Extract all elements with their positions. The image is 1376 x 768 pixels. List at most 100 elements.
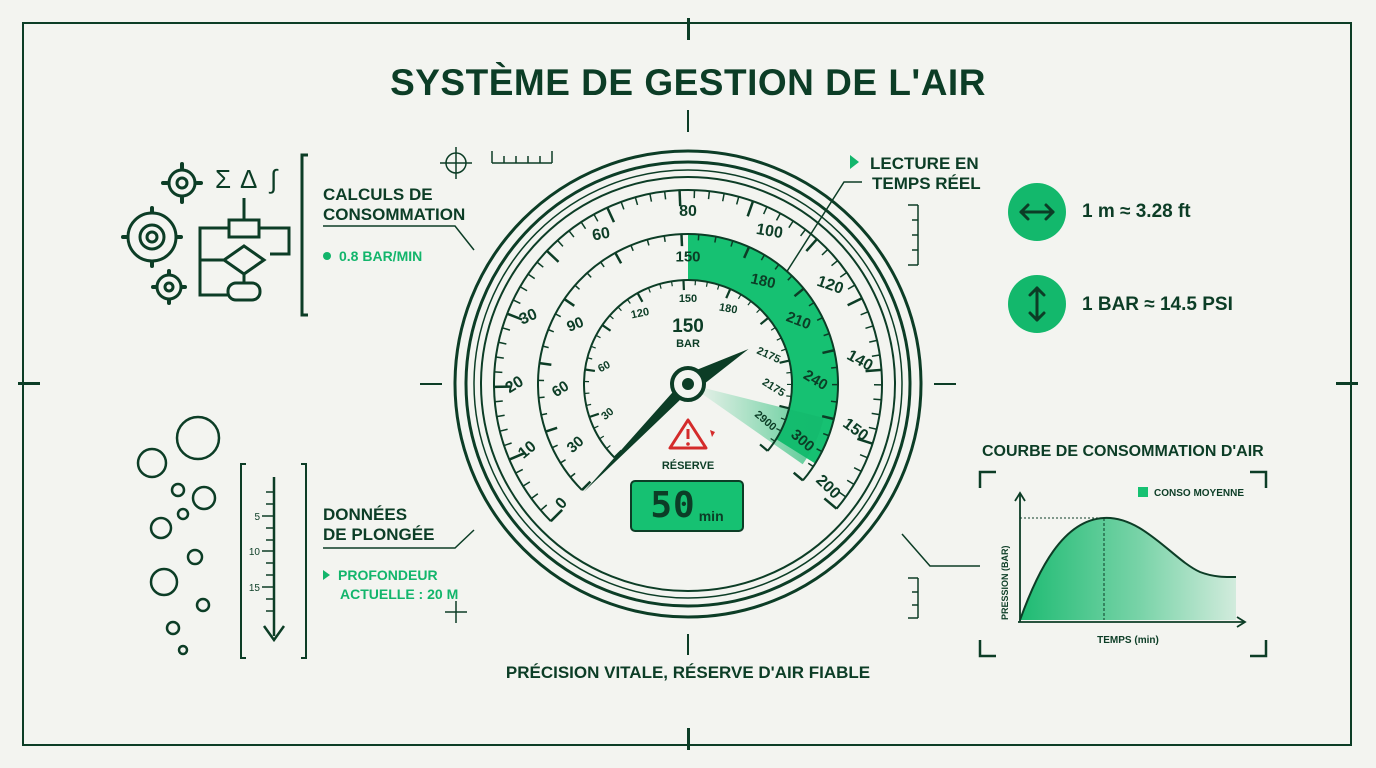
consumption-rate-value: 0.8 BAR/MIN (339, 248, 423, 264)
gauge-tick (762, 206, 768, 215)
gauge-tick (646, 239, 650, 246)
gauge-tick (716, 284, 720, 290)
gauge-tick (853, 467, 862, 472)
consumption-curve-line (1019, 516, 1237, 621)
gauge-tick (600, 261, 605, 268)
gauge-inner-label-4: 180 (718, 302, 738, 317)
legend-label: CONSO MOYENNE (1154, 488, 1244, 499)
gauge-tick (816, 448, 823, 453)
gauge-tick (498, 341, 507, 345)
gauge-tick (865, 368, 882, 373)
reserve-label: RÉSERVE (662, 459, 714, 472)
gauge-outer-label-6: 100 (755, 221, 784, 242)
gauge-tick (636, 292, 644, 303)
consumption-label-line2: CONSOMMATION (323, 205, 466, 224)
gauge-tick (742, 246, 751, 259)
gauge-inner-label-6: 2175 (760, 376, 787, 399)
gauge-tick (707, 191, 711, 200)
realtime-triangle-icon (850, 155, 859, 169)
gauge-tick (821, 414, 835, 421)
gauge-tick (499, 428, 508, 432)
dive-data-label: DONNÉES DE PLONGÉE (323, 505, 434, 545)
gauge-middle-label-0: 30 (564, 433, 588, 457)
gauge-middle-label-4: 180 (749, 270, 777, 292)
gauge-tick (786, 395, 792, 398)
gauge-outer-label-5: 80 (679, 203, 697, 220)
gauge-inner-label-1: 60 (596, 359, 612, 375)
gauge-tick (549, 508, 564, 523)
consumption-label-line1: CALCULS DE (323, 185, 433, 204)
gauge-outer-label-0: 0 (552, 494, 571, 512)
legend-swatch (1138, 487, 1148, 497)
gauge-tick (770, 327, 776, 331)
dive-data-label-line2: DE PLONGÉE (323, 525, 435, 544)
gauge-tick (780, 417, 786, 421)
gauge-tick (678, 190, 682, 207)
gauge-tick (593, 213, 599, 222)
gauge-tick (530, 493, 539, 500)
curve-title: COURBE DE CONSOMMATION D'AIR (982, 443, 1264, 460)
frame-tick-top (687, 18, 690, 40)
gauge-tick (527, 273, 536, 280)
gauge-center-value: 150 (672, 316, 704, 337)
gauge-tick (634, 197, 639, 206)
gauge-tick (586, 272, 592, 278)
gauge-tick (519, 286, 528, 292)
needle-hub-center (682, 378, 694, 390)
gauge-tick (606, 444, 611, 450)
gauge-tick (649, 193, 653, 202)
gauge-outer-label-4: 60 (591, 225, 612, 245)
gauge-tick (816, 316, 823, 321)
consumption-label: CALCULS DE CONSOMMATION (323, 185, 465, 225)
gauge-tick (779, 359, 790, 364)
remaining-time-display: 50 min (630, 480, 744, 532)
gauge-tick (793, 287, 805, 298)
gauge-tick (617, 306, 622, 312)
gauge-tick (630, 245, 634, 252)
gauge-tick (822, 432, 830, 437)
gauge-tick (823, 497, 838, 510)
needle-tail (583, 379, 693, 492)
gauge-tick (538, 396, 545, 399)
gauge-needle (583, 349, 749, 492)
gauge-tick (788, 220, 794, 229)
gauge-tick (871, 412, 880, 416)
gauge-tick (555, 313, 562, 318)
frame-tick-right (1336, 382, 1358, 385)
gauge-middle-label-3: 150 (675, 248, 700, 265)
gauge-tick (496, 414, 505, 418)
calculation-flowchart-icon: Σ Δ ∫ (121, 153, 308, 317)
pressure-conversion: 1 BAR ≈ 14.5 PSI (1082, 294, 1233, 315)
gauge-outer-label-1: 10 (515, 438, 540, 462)
gauge-tick (838, 491, 847, 498)
gauge-tick (776, 428, 782, 432)
gauge-tick (807, 462, 814, 468)
pressure-gauge: 0102030608010012014015020030609015018021… (453, 149, 923, 619)
gauge-tick (830, 400, 838, 403)
gauge-tick (502, 327, 511, 331)
gauge-tick (781, 348, 787, 352)
gauge-tick (495, 356, 504, 359)
gauge-tick (831, 260, 839, 267)
depth-tick-5: 5 (254, 512, 260, 523)
gauge-tick (670, 281, 673, 287)
gauge-tick (747, 300, 752, 306)
gauge-tick (512, 299, 521, 305)
gauge-tick (541, 412, 548, 416)
gauge-outer-label-10: 200 (812, 472, 843, 503)
rate-dot-icon (323, 252, 331, 260)
gauge-tick (705, 281, 708, 287)
gauge-inner-label-5: 2175 (755, 345, 782, 366)
gauge-tick (542, 345, 549, 349)
gauge-tick (873, 398, 882, 401)
remaining-time-unit: min (698, 508, 724, 524)
gauge-tick (808, 301, 815, 307)
svg-text:∫: ∫ (268, 164, 279, 194)
gauge-tick (569, 472, 576, 478)
frame-tick-bottom (687, 728, 690, 750)
gauge-tick (506, 312, 523, 321)
gauge-tick (540, 504, 548, 511)
gauge-tick (599, 435, 605, 440)
footer-tagline: PRÉCISION VITALE, RÉSERVE D'AIR FIABLE (505, 663, 871, 682)
